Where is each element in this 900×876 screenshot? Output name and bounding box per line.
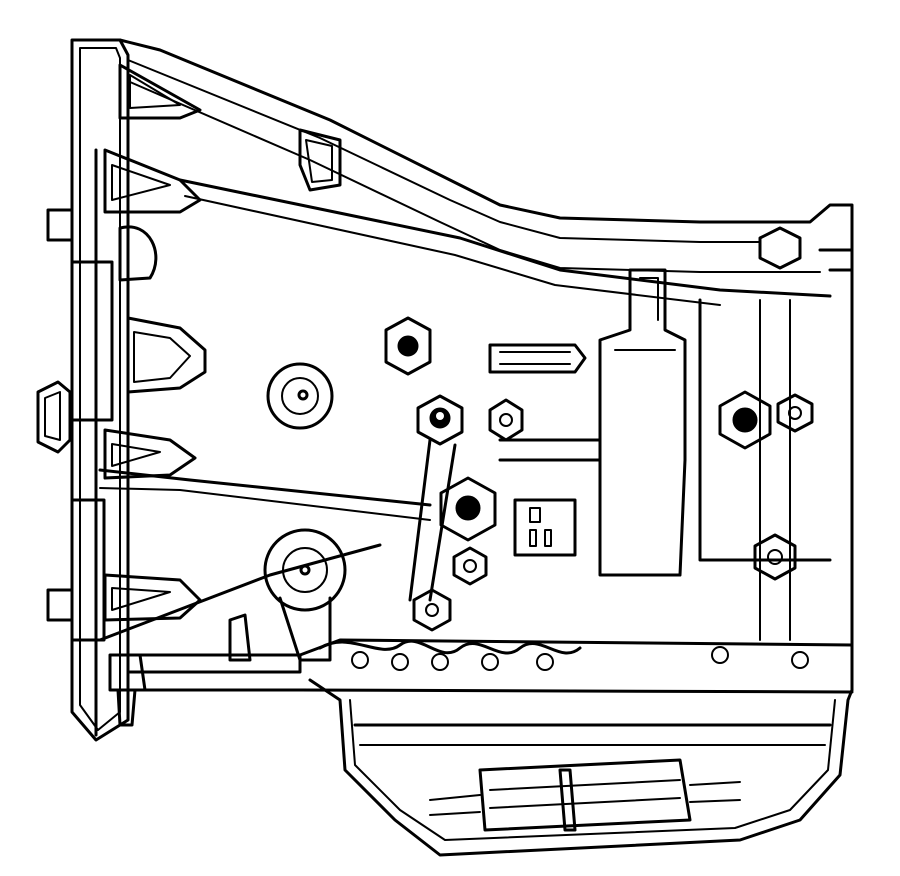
valve-body-tower: [498, 248, 854, 641]
transmission-case: [98, 38, 854, 694]
fasteners: [384, 226, 814, 632]
bell-housing-flange: [36, 38, 130, 742]
oil-pan: [308, 639, 854, 857]
housing-bosses: [263, 362, 347, 662]
solenoid-connector: [408, 343, 587, 602]
housing-ribs: [103, 63, 342, 727]
